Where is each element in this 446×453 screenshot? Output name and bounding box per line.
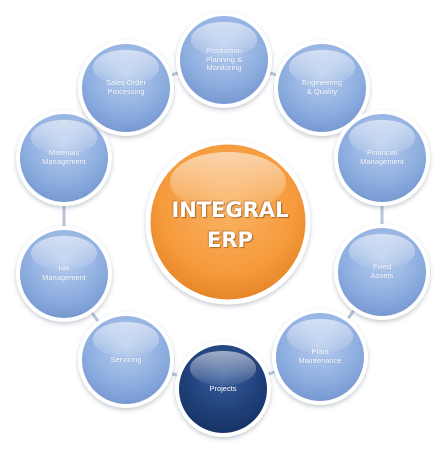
module-node-plant[interactable] xyxy=(272,309,368,405)
module-layer xyxy=(16,12,430,437)
module-node-projects[interactable] xyxy=(175,341,271,437)
module-gloss xyxy=(190,21,258,57)
module-gloss xyxy=(30,119,98,155)
module-gloss xyxy=(348,119,416,155)
module-node-materials[interactable] xyxy=(16,110,112,206)
hub-layer xyxy=(145,139,311,305)
module-node-production[interactable] xyxy=(176,12,272,108)
module-node-sales[interactable] xyxy=(78,40,174,136)
module-node-financial[interactable] xyxy=(334,110,430,206)
module-node-engineering[interactable] xyxy=(274,40,370,136)
module-node-servicing[interactable] xyxy=(78,312,174,408)
module-gloss xyxy=(92,49,160,85)
module-gloss xyxy=(288,49,356,85)
module-gloss xyxy=(286,318,354,354)
module-node-fixed-assets[interactable] xyxy=(334,224,430,320)
module-node-hr[interactable] xyxy=(16,226,112,322)
hub-gloss xyxy=(170,152,286,212)
module-gloss xyxy=(348,233,416,269)
module-gloss xyxy=(92,321,160,357)
module-gloss xyxy=(30,235,98,271)
module-gloss xyxy=(189,350,257,386)
hub-circle-group xyxy=(145,139,311,305)
